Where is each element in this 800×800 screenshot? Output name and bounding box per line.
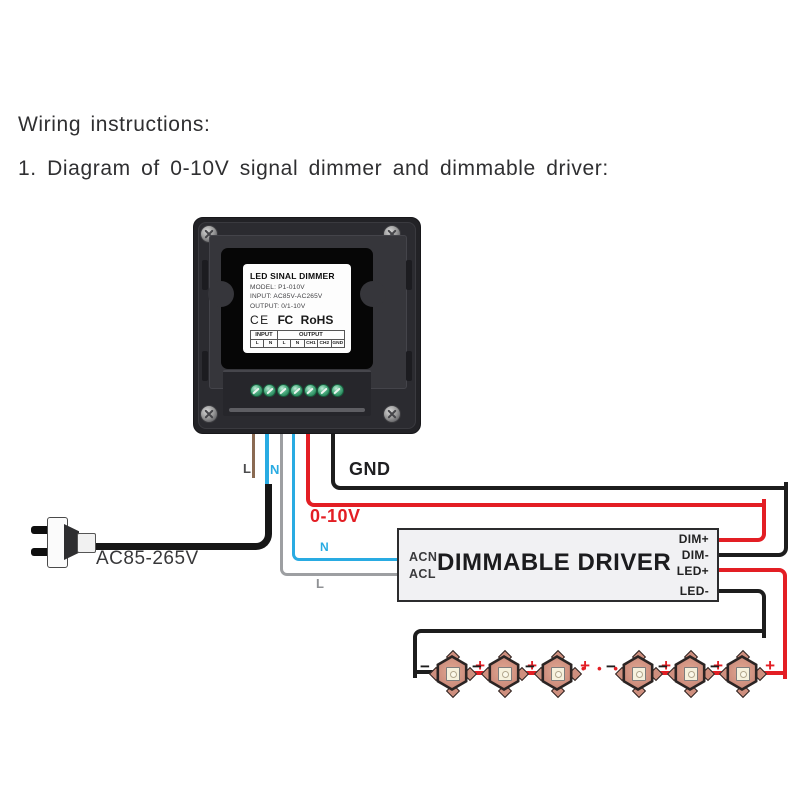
terminal-strip [223,370,371,416]
terminal-screw-icon [330,384,344,397]
dimmer-label: LED SINAL DIMMER MODEL: P1-010V INPUT: A… [243,264,351,353]
mains-cable [93,484,272,550]
fcc-mark-icon: FC [277,312,294,327]
wire-output-l [279,394,400,576]
wire-led-minus [719,589,766,638]
wire-input-l [251,394,255,478]
dimmer-device: LED SINAL DIMMER MODEL: P1-010V INPUT: A… [193,217,421,434]
vent-slot [406,260,412,290]
io-table: INPUT OUTPUT L N L N CH1 CH2 GND [249,330,346,349]
label-gnd: GND [349,459,391,479]
rohs-mark: RoHS [300,312,334,327]
led-star-icon: − + [606,649,671,699]
strip-edge [229,408,365,412]
terminal-screw-icon [303,384,317,397]
io-cell: CH1 [303,339,319,349]
led-plus-sign: + [661,656,671,675]
led-plus-sign: + [527,656,537,675]
cert-marks: CE FC RoHS [250,313,345,327]
led-star-icon: − + [472,649,537,699]
driver-dim-minus-terminal: DIM- [681,548,709,562]
dimmer-output-text: OUTPUT: 0/1-10V [250,302,306,310]
wire-gnd [719,481,788,557]
vent-slot [202,260,208,290]
dimmer-input-text: INPUT: AC85V-AC265V [250,293,323,301]
terminal-screw-icon [290,384,303,397]
wire-signal-0-10v [306,394,766,507]
terminal-screw-icon [263,384,276,397]
io-cell: N [263,339,278,349]
screw-icon [383,405,401,423]
io-cell: CH2 [317,339,332,349]
screw-icon [200,405,218,423]
wire-led-plus [719,568,787,679]
led-plus-sign: + [580,656,590,675]
io-cell: N [290,339,305,349]
io-header-input: INPUT [250,330,278,341]
label-driver-l: L [316,576,324,591]
led-star-icon: − + [658,649,723,699]
label-mains-n: N [270,462,280,477]
wire-gnd [331,394,788,490]
led-star-icon: − + [420,649,485,699]
label-driver-n: N [320,540,329,554]
led-minus-sign: − [710,657,720,676]
led-minus-sign: − [658,657,668,676]
driver-box: ACN ACL DIMMABLE DRIVER DIM+ DIM- LED+ L… [397,528,719,602]
label-mains-voltage: AC85-265V [96,548,199,569]
panel-notch [360,281,386,307]
vent-slot [406,351,412,381]
led-ellipsis: • • • [581,661,622,676]
led-plus-sign: + [713,656,723,675]
io-header-output: OUTPUT [276,330,346,341]
wire-led-minus [413,669,439,674]
wire-signal-0-10v [719,499,766,542]
led-minus-sign: − [525,657,535,676]
wire-input-n [265,394,269,486]
led-plus-sign: + [765,656,775,675]
dimmer-label-title: LED SINAL DIMMER [250,271,335,281]
driver-dim-plus-terminal: DIM+ [678,532,709,546]
led-star-icon: − + [710,649,775,699]
label-signal: 0-10V [310,506,361,526]
page-title: Wiring instructions: [18,113,211,136]
driver-led-minus-terminal: LED- [679,584,709,598]
io-cell: L [276,339,292,349]
io-cell: L [249,339,265,349]
ce-mark-icon: CE [250,312,270,327]
driver-title: DIMMABLE DRIVER [437,549,672,576]
label-mains-l: L [243,461,251,476]
led-minus-sign: − [606,657,616,676]
driver-led-plus-terminal: LED+ [676,564,709,578]
driver-acn-terminal: ACN [409,550,438,564]
dimmer-model-text: MODEL: P1-010V [250,283,305,291]
terminal-screw-icon [317,384,330,397]
panel-notch [208,281,234,307]
terminal-screw-icon [249,384,263,397]
vent-slot [202,351,208,381]
led-star-icon: − + [525,649,590,699]
io-cell: GND [330,339,346,349]
wire-output-n [291,394,400,561]
led-minus-sign: − [420,657,430,676]
terminal-screw-icon [276,384,290,397]
diagram-subtitle: 1. Diagram of 0-10V signal dimmer and di… [18,157,609,180]
led-plus-sign: + [475,656,485,675]
wire-led-minus [413,629,766,678]
driver-acl-terminal: ACL [409,567,436,581]
led-minus-sign: − [472,657,482,676]
